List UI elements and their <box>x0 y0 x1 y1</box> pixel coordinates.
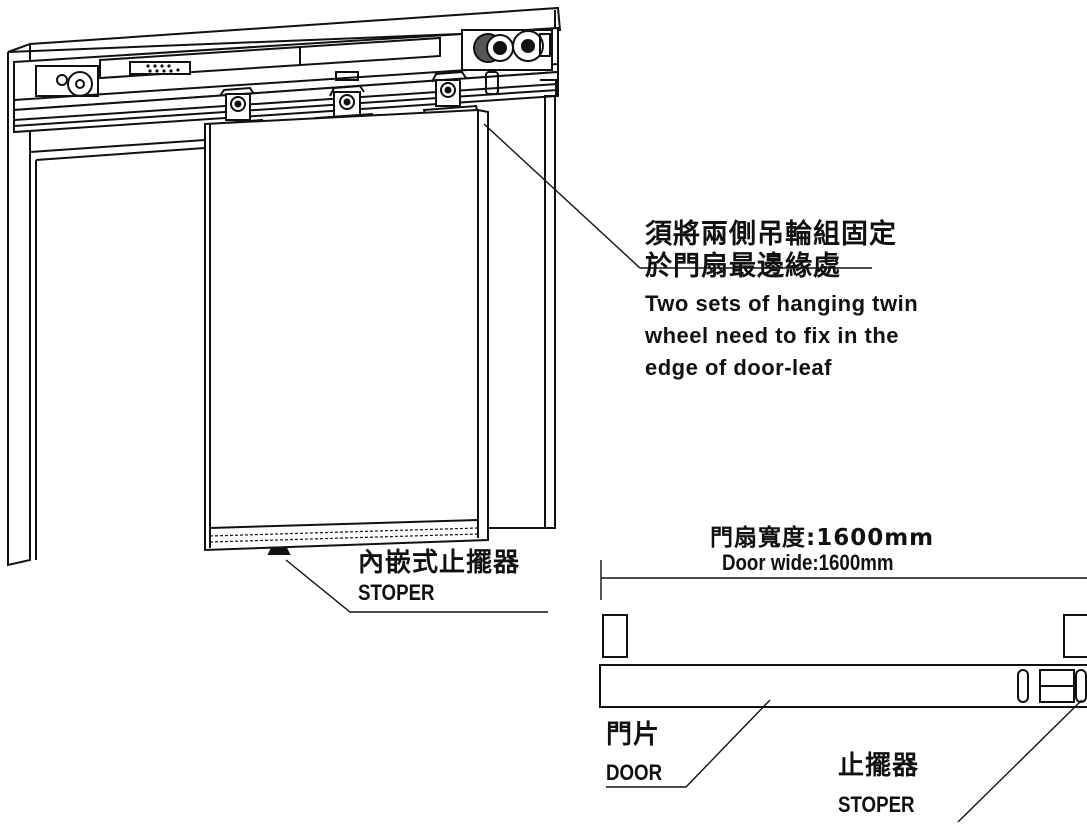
door-leaf <box>204 108 489 552</box>
left-pulley <box>35 65 99 97</box>
door-frame <box>7 6 562 567</box>
control-unit <box>99 36 441 80</box>
left-pivot-box <box>602 614 628 658</box>
stopper-label-en: STOPER <box>838 792 915 817</box>
door-plan-view <box>599 664 1087 708</box>
right-pivot-box <box>1063 614 1087 658</box>
stopper-label-zh: 止擺器 <box>838 751 920 781</box>
operator-housing <box>13 26 559 134</box>
stopper-plan-leader-line <box>957 699 1083 823</box>
stopper-leader-line <box>285 559 548 613</box>
wheel-note-zh-line2: 於門扇最邊緣處 <box>645 251 841 282</box>
door-width-label-en: Door wide:1600mm <box>722 550 894 575</box>
stopper-plan-part <box>1017 669 1087 703</box>
door-width-label-zh: 門扇寬度:1600mm <box>710 525 935 551</box>
inner-stopper-part <box>267 547 291 555</box>
wheel-note-en-line1: Two sets of hanging twin <box>645 291 919 316</box>
motor-assembly <box>461 29 557 97</box>
inner-stopper-label-en: STOPER <box>358 580 435 605</box>
wheel-note-zh-line1: 須將兩側吊輪組固定 <box>645 219 897 250</box>
door-label-zh: 門片 <box>606 720 661 750</box>
inner-stopper-label-zh: 內嵌式止擺器 <box>358 548 521 578</box>
wheel-note-en-line3: edge of door-leaf <box>645 355 832 380</box>
wheel-leader-line <box>483 123 872 269</box>
wheel-note-en-line2: wheel need to fix in the <box>645 323 900 348</box>
door-label-en: DOOR <box>606 760 663 785</box>
door-leader-line <box>606 699 771 788</box>
dimension-line <box>600 560 1087 600</box>
